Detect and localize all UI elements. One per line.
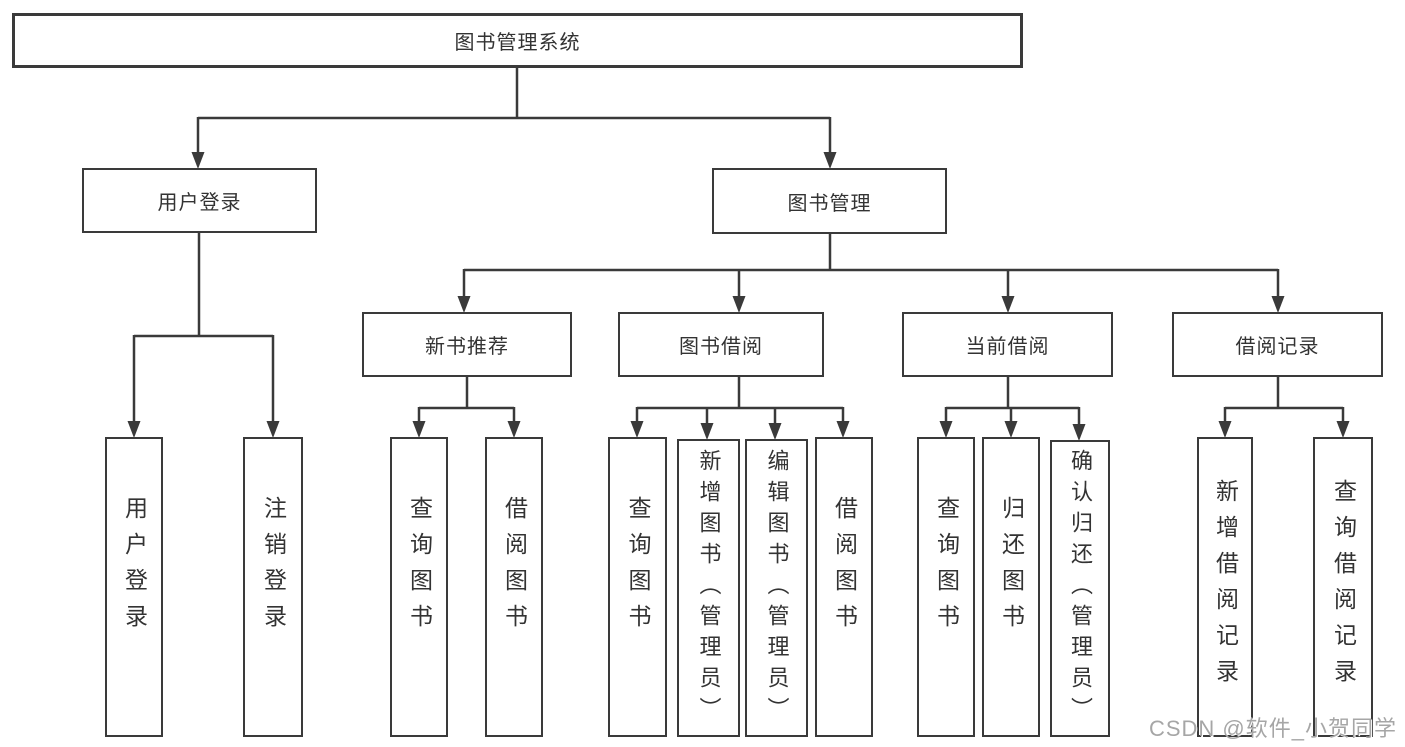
leaf-add-borrow-record: 新增借阅记录 [1197, 437, 1253, 737]
node-label: 用户登录 [157, 192, 242, 214]
node-label: 图书管理系统 [454, 32, 581, 54]
leaf-label: 借阅图书 [501, 496, 528, 640]
leaf-borrow-books-borrowing: 借阅图书 [815, 437, 873, 737]
node-library-management-system: 图书管理系统 [12, 13, 1023, 68]
node-label: 新书推荐 [425, 336, 509, 358]
leaf-label: 查询图书 [406, 496, 433, 640]
leaf-label: 确认归还（管理员） [1068, 449, 1093, 728]
leaf-label: 查询图书 [933, 496, 960, 640]
node-label: 借阅记录 [1235, 336, 1320, 358]
leaf-edit-book-admin: 编辑图书（管理员） [745, 439, 808, 737]
node-label: 图书管理 [787, 192, 872, 215]
leaf-label: 新增图书（管理员） [696, 448, 722, 728]
node-book-borrowing: 图书借阅 [618, 312, 824, 377]
leaf-query-books-recommend: 查询图书 [390, 437, 448, 737]
leaf-query-books-borrowing: 查询图书 [608, 437, 667, 737]
leaf-label: 用户登录 [121, 496, 148, 640]
node-label: 图书借阅 [679, 336, 763, 358]
node-user-login: 用户登录 [82, 168, 317, 233]
node-label: 当前借阅 [965, 336, 1050, 358]
leaf-user-login: 用户登录 [105, 437, 163, 737]
leaf-logout: 注销登录 [243, 437, 303, 737]
leaf-label: 查询借阅记录 [1330, 479, 1357, 695]
node-current-borrowing: 当前借阅 [902, 312, 1113, 377]
leaf-add-book-admin: 新增图书（管理员） [677, 439, 740, 737]
csdn-watermark: CSDN @软件_小贺同学 [1148, 716, 1397, 741]
leaf-label: 借阅图书 [831, 496, 858, 640]
leaf-query-borrow-record: 查询借阅记录 [1313, 437, 1373, 737]
leaf-query-books-current: 查询图书 [917, 437, 975, 737]
node-new-book-recommendation: 新书推荐 [362, 312, 572, 377]
leaf-borrow-books-recommend: 借阅图书 [485, 437, 543, 737]
leaf-confirm-return-admin: 确认归还（管理员） [1050, 440, 1110, 737]
leaf-return-books: 归还图书 [982, 437, 1040, 737]
leaf-label: 查询图书 [625, 496, 651, 640]
leaf-label: 新增借阅记录 [1212, 479, 1239, 695]
leaf-label: 注销登录 [260, 496, 287, 640]
node-book-management: 图书管理 [712, 168, 947, 234]
node-borrowing-records: 借阅记录 [1172, 312, 1383, 377]
leaf-label: 归还图书 [998, 496, 1025, 640]
leaf-label: 编辑图书（管理员） [764, 448, 790, 728]
